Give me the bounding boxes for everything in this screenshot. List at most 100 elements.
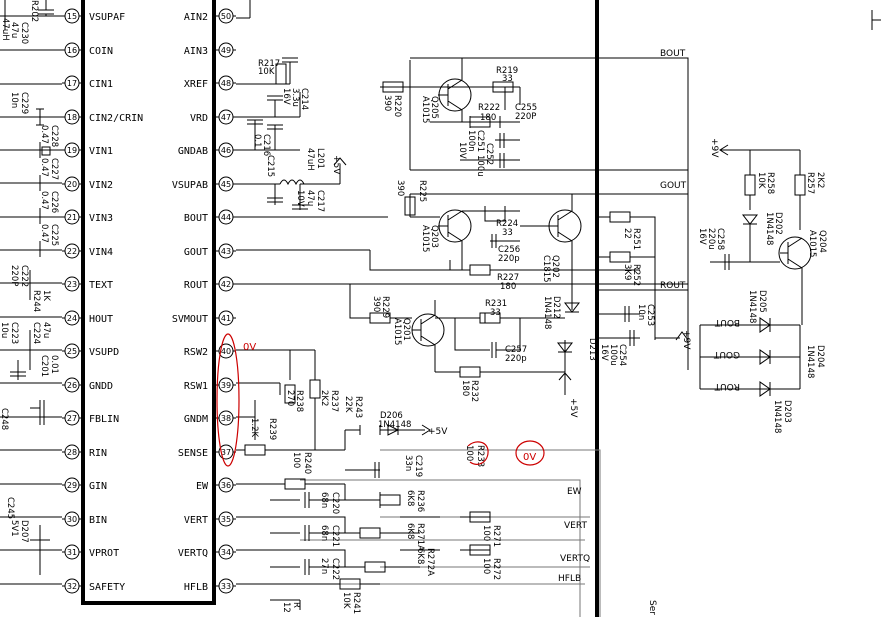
value-c222-left: 220P (9, 265, 19, 286)
label-d212: D212 (551, 296, 561, 319)
value-r222: 180 (480, 113, 496, 123)
label-r258: R258 (765, 172, 775, 194)
pin-label: GOUT (184, 247, 208, 258)
q204-switch (699, 144, 812, 397)
value-c228: 0.47 (39, 125, 49, 144)
net-p5v-c: +5V (428, 427, 448, 437)
pin-number: 47 (221, 113, 231, 122)
pin-label: SENSE (178, 448, 208, 459)
left-peripheral-wiring (0, 0, 62, 585)
pin-number: 42 (221, 280, 231, 289)
value-r271: 100 (481, 525, 491, 541)
label-r272a: R272A (425, 548, 435, 576)
label-q201: Q201 (401, 318, 411, 341)
annotation-arc-r233 (467, 441, 489, 465)
pin-number: 28 (67, 448, 77, 457)
pin-label: TEXT (89, 280, 113, 291)
type-d205: 1N4148 (747, 290, 757, 323)
label-c253: C253 (645, 304, 655, 326)
pin-number: 39 (221, 381, 231, 390)
pin-number: 44 (221, 213, 231, 222)
label-r217: R217 (258, 59, 280, 69)
pin-label: VIN1 (89, 146, 113, 157)
type-d204: 1N4148 (805, 345, 815, 378)
pin-number: 23 (67, 280, 77, 289)
red-annotations (216, 333, 545, 467)
pin-label: SVMOUT (172, 314, 208, 325)
value-d207: 5V1 (9, 520, 19, 537)
label-c224: C224 (31, 322, 41, 344)
label-r243: R243 (353, 396, 363, 418)
value-r229: 390 (371, 296, 381, 312)
pin-label: BIN (89, 515, 107, 526)
label-r224: R224 (496, 219, 518, 229)
r217-resistor (275, 63, 287, 85)
net-bout: BOUT (660, 49, 686, 59)
pin-number: 18 (67, 113, 77, 122)
label-q204: Q204 (817, 230, 827, 253)
value-r220: 390 (382, 95, 392, 111)
label-c226: C226 (49, 191, 59, 213)
note-zero-volt-a: 0V (243, 342, 256, 353)
label-c227: C227 (49, 158, 59, 180)
label-r231: R231 (485, 299, 507, 309)
label-q205: Q205 (429, 96, 439, 119)
label-c214: C214 (299, 88, 309, 110)
pin-label: EW (196, 481, 209, 492)
value-c217: 47u (305, 190, 315, 206)
label-r240: R240 (302, 452, 312, 474)
ic-pin-39: 39 RSW1 (184, 377, 236, 393)
net-ser: Ser (647, 600, 657, 615)
pin-number: 37 (221, 448, 231, 457)
pin-label: FBLIN (89, 414, 119, 425)
value-c223: 10u (0, 322, 9, 338)
label-r220: R220 (392, 95, 402, 117)
label-d203: D203 (782, 400, 792, 423)
label-l201: L201 (315, 148, 325, 169)
pin-label: RSW1 (184, 381, 208, 392)
label-r233: R233 (475, 445, 485, 467)
label-c222-left: C222 (19, 265, 29, 287)
ic-pin-37: 37 SENSE (178, 444, 236, 460)
pin-label: RSW2 (184, 347, 208, 358)
pin-number: 29 (67, 481, 77, 490)
pin-number: 46 (221, 146, 231, 155)
net-p5v-b: +5V (568, 398, 578, 418)
value-c254-voltage: 16V (599, 344, 609, 361)
label-r271: R271 (491, 525, 501, 547)
ic-body (81, 0, 216, 605)
value-c252: 100u (475, 155, 485, 177)
annotation-circle-0v (515, 440, 545, 466)
pin-number: 22 (67, 247, 77, 256)
label-c254: C254 (617, 344, 627, 366)
label-r225: R225 (417, 180, 427, 202)
ic-right-pins: 50AIN249AIN348XREF47VRD46GNDAB45VSUPAB44… (172, 8, 236, 594)
value-r258: 10K (756, 172, 766, 189)
pin-label: VIN2 (89, 180, 113, 191)
edge-mark (871, 10, 881, 30)
label-c229: C229 (19, 92, 29, 114)
label-r241: R241 (351, 592, 361, 614)
q205-stage (380, 57, 689, 370)
pin-number: 45 (221, 180, 231, 189)
pin-number: 48 (221, 79, 231, 88)
type-q201: A1015 (392, 318, 402, 345)
pin-label: HFLB (184, 582, 208, 593)
type-q202: C1815 (541, 255, 551, 283)
label-c228: C228 (49, 125, 59, 147)
pin-label: VSUPD (89, 347, 119, 358)
label-q202: Q202 (550, 255, 560, 278)
label-c245: C245 (5, 497, 15, 519)
